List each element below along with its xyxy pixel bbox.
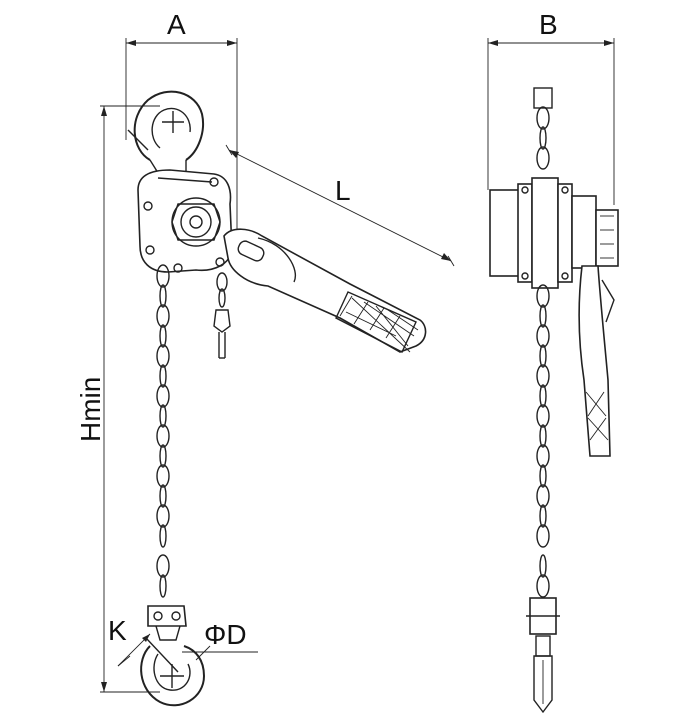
dimension-b-label: B xyxy=(539,9,558,40)
dimension-hmin: Hmin xyxy=(75,105,160,693)
dimension-a: A xyxy=(125,9,238,250)
load-chain-front xyxy=(156,264,170,598)
dimension-phi-d: ΦD xyxy=(182,619,258,661)
hoist-body-front xyxy=(137,169,233,273)
dimension-phi-d-label: ΦD xyxy=(204,619,247,650)
lever-handle xyxy=(223,228,427,353)
top-hook xyxy=(127,90,204,177)
dimension-hmin-label: Hmin xyxy=(75,377,106,442)
dimension-k-label: K xyxy=(108,615,127,646)
dimension-l: L xyxy=(225,144,455,267)
hoist-side-view xyxy=(489,87,619,714)
dimension-a-label: A xyxy=(167,9,186,40)
dimension-b: B xyxy=(487,9,615,205)
dimension-l-label: L xyxy=(335,175,351,206)
dimension-k: K xyxy=(108,615,151,667)
slack-chain-front xyxy=(213,272,231,359)
bottom-hook xyxy=(140,605,206,707)
